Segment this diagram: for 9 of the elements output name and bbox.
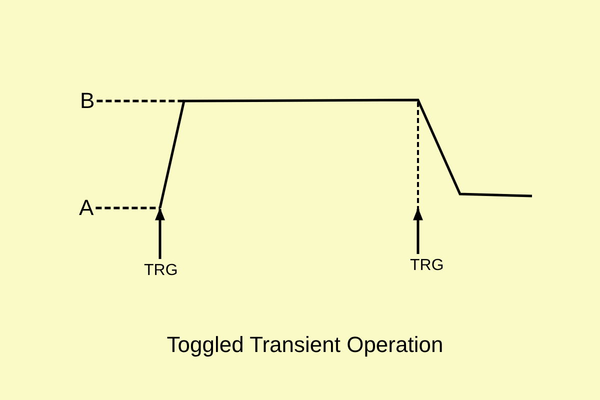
axis-label: TRG: [144, 262, 178, 279]
axis-label: A: [79, 195, 94, 220]
trigger-arrow: [155, 208, 165, 259]
dashed-level-line: [96, 206, 160, 210]
axis-label: TRG: [410, 257, 444, 274]
axis-label: B: [80, 88, 95, 113]
caption: Toggled Transient Operation: [166, 332, 444, 358]
trigger-arrow: [413, 208, 423, 254]
dashed-level-line: [96, 100, 184, 102]
